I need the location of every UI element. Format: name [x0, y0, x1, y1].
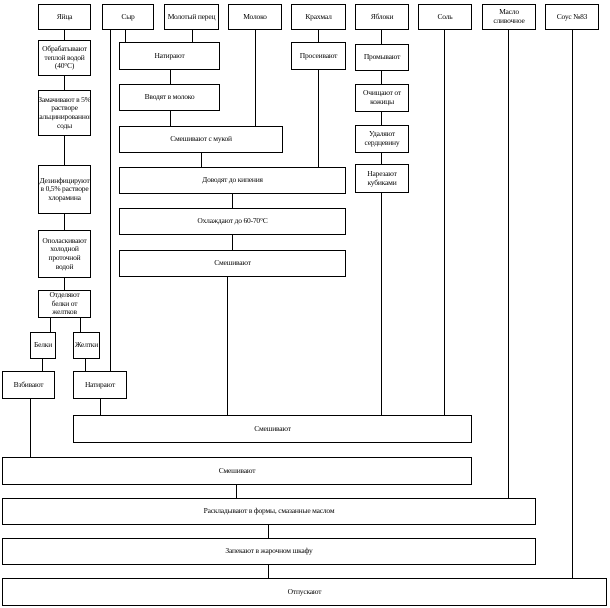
step-apples-cut: Нарезают кубиками	[355, 164, 409, 193]
step-eggs-disinfect: Дезинфицируют в 0,5% растворе хлорамина	[38, 165, 91, 214]
step-yolks: Желтки	[73, 332, 100, 359]
step-whites: Белки	[30, 332, 56, 359]
step-eggs-wash: Обрабатывают теплой водой (40°С)	[38, 40, 91, 76]
ingredient-salt: Соль	[418, 4, 472, 30]
step-apples-core: Удаляют сердцевину	[355, 125, 409, 153]
ingredient-eggs: Яйца	[38, 4, 91, 30]
step-cool: Охлаждают до 60-70°С	[119, 208, 346, 235]
step-bring-boil: Доводят до кипения	[119, 167, 346, 194]
ingredient-sauce: Соус №83	[545, 4, 599, 30]
step-mix-1: Смешивают	[73, 415, 472, 443]
step-apples-peel: Очищают от кожицы	[355, 84, 409, 112]
step-bake: Запекают в жарочном шкафу	[2, 538, 536, 565]
step-starch-sift: Просеивают	[291, 42, 346, 70]
ingredient-cheese: Сыр	[102, 4, 154, 30]
ingredient-butter: Масло сливочное	[482, 4, 536, 30]
step-serve: Отпускают	[2, 578, 607, 606]
step-mix-starch: Смешивают с мукой	[119, 126, 283, 153]
step-whip: Взбивают	[2, 371, 55, 399]
step-portion: Раскладывают в формы, смазанные маслом	[2, 498, 536, 525]
step-mix-2: Смешивают	[2, 457, 472, 485]
ingredient-starch: Крахмал	[291, 4, 346, 30]
step-mix-1-in-chain: Смешивают	[119, 250, 346, 277]
step-cheese-grate: Натирают	[119, 42, 220, 70]
ingredient-ground-pepper: Молотый перец	[164, 4, 219, 30]
step-eggs-soak: Замачивают в 5% растворе кальцинированно…	[38, 90, 91, 136]
step-combine-milk: Вводят в молоко	[119, 84, 220, 111]
ingredient-apples: Яблоки	[355, 4, 409, 30]
step-eggs-rinse: Ополаскивают холодной проточной водой	[38, 230, 91, 278]
step-apples-wash: Промывают	[355, 44, 409, 71]
step-eggs-separate: Отделяют белки от желтков	[38, 290, 91, 318]
ingredient-milk: Молоко	[228, 4, 282, 30]
step-cheese-grate-yolks: Натирают	[73, 371, 127, 399]
